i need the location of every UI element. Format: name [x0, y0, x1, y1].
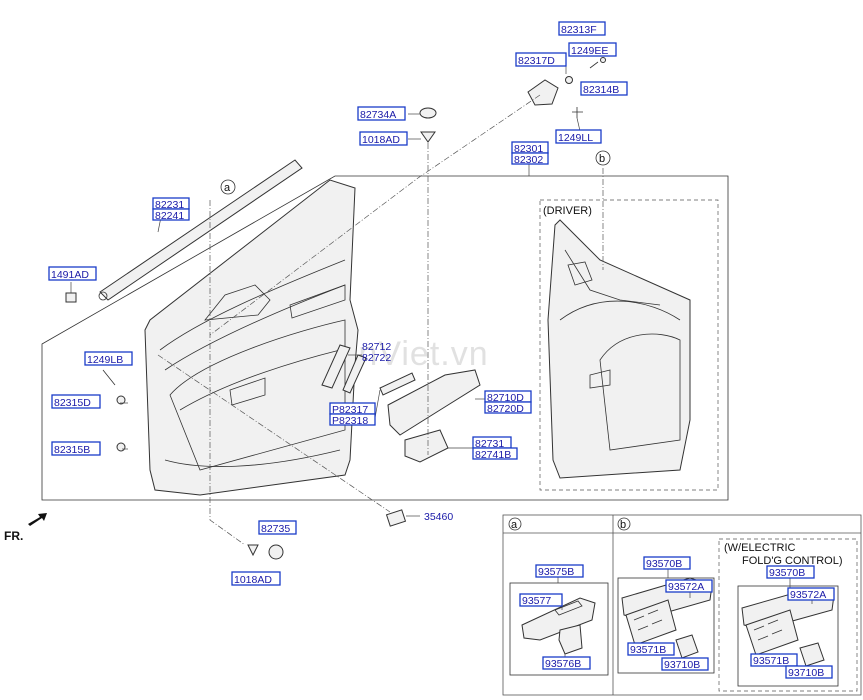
label-82734A: 82734A — [357, 106, 406, 121]
svg-text:93570B: 93570B — [769, 567, 805, 579]
label-35460: 35460 — [424, 511, 453, 523]
svg-text:82731: 82731 — [475, 438, 504, 450]
callout-b: b — [595, 150, 611, 166]
callout-a: a — [220, 179, 236, 195]
svg-text:82313F: 82313F — [561, 24, 597, 36]
label-82314B: 82314B — [580, 81, 628, 96]
svg-text:82722: 82722 — [362, 352, 391, 364]
door-trim-panel — [144, 179, 359, 496]
svg-text:a: a — [224, 182, 231, 194]
svg-text:82301: 82301 — [514, 143, 543, 155]
detail-b-electric-fold: (W/ELECTRIC FOLD'G CONTROL) 93570B 93572… — [718, 538, 858, 692]
label-82317D: 82317D — [515, 52, 567, 67]
svg-text:82315D: 82315D — [54, 397, 91, 409]
label-1249LB: 1249LB — [84, 351, 133, 366]
label-82241: 82241 — [152, 208, 190, 222]
pull-handle-parts — [321, 344, 481, 527]
svg-text:1491AD: 1491AD — [51, 269, 89, 281]
svg-text:82735: 82735 — [261, 523, 290, 535]
label-1491AD: 1491AD — [48, 266, 97, 281]
svg-text:1018AD: 1018AD — [234, 574, 272, 586]
svg-text:P82317: P82317 — [332, 404, 368, 416]
svg-text:FR.: FR. — [4, 529, 23, 543]
driver-caption: (DRIVER) — [543, 205, 592, 217]
svg-text:82231: 82231 — [155, 199, 184, 211]
label-82720D: 82720D — [484, 401, 532, 415]
svg-text:b: b — [599, 153, 605, 165]
svg-text:35460: 35460 — [424, 511, 453, 523]
assembly-frame — [41, 175, 729, 501]
svg-text:82315B: 82315B — [54, 444, 90, 456]
svg-text:FOLD'G CONTROL): FOLD'G CONTROL) — [742, 555, 843, 567]
svg-text:1249LL: 1249LL — [558, 132, 593, 144]
svg-text:93575B: 93575B — [538, 566, 574, 578]
svg-text:1018AD: 1018AD — [362, 134, 400, 146]
svg-text:93571B: 93571B — [630, 644, 666, 656]
svg-text:93572A: 93572A — [790, 589, 826, 601]
svg-text:82712: 82712 — [362, 341, 391, 353]
svg-text:1249LB: 1249LB — [87, 354, 123, 366]
driver-inset — [539, 199, 719, 491]
svg-text:93570B: 93570B — [646, 558, 682, 570]
detail-a: a 93575B 93577 93576B — [508, 517, 609, 676]
detail-b: b 93570B 93572A 93571B 93710B — [617, 517, 715, 674]
svg-text:93572A: 93572A — [668, 581, 704, 593]
label-82302: 82302 — [511, 152, 549, 166]
label-1249EE: 1249EE — [568, 42, 617, 57]
label-82741B: 82741B — [472, 447, 518, 461]
label-82313F: 82313F — [558, 21, 606, 36]
svg-text:82241: 82241 — [155, 210, 184, 222]
svg-text:93571B: 93571B — [753, 655, 789, 667]
svg-text:b: b — [620, 519, 626, 531]
label-1249LL: 1249LL — [555, 129, 602, 144]
label-P82318: P82318 — [329, 413, 376, 427]
label-82315D: 82315D — [51, 394, 101, 409]
label-82722: 82722 — [362, 352, 391, 364]
label-82315B: 82315B — [51, 441, 101, 456]
label-1018AD-bottom: 1018AD — [231, 571, 281, 586]
svg-text:82302: 82302 — [514, 154, 543, 166]
svg-text:82741B: 82741B — [475, 449, 511, 461]
svg-text:93710B: 93710B — [664, 659, 700, 671]
svg-text:1249EE: 1249EE — [571, 45, 608, 57]
belt-weatherstrip — [98, 159, 303, 301]
svg-text:P82318: P82318 — [332, 415, 368, 427]
svg-text:93577: 93577 — [522, 595, 551, 607]
label-1018AD-top: 1018AD — [359, 131, 408, 146]
label-82735: 82735 — [258, 520, 297, 535]
leader-lines — [70, 63, 604, 546]
svg-text:93710B: 93710B — [788, 667, 824, 679]
svg-text:82314B: 82314B — [583, 84, 619, 96]
label-P82317: P82317 — [329, 402, 376, 416]
svg-text:(W/ELECTRIC: (W/ELECTRIC — [724, 542, 796, 554]
svg-text:82734A: 82734A — [360, 109, 396, 121]
svg-text:93576B: 93576B — [545, 658, 581, 670]
svg-text:82720D: 82720D — [487, 403, 524, 415]
label-82712: 82712 — [362, 341, 391, 353]
svg-text:82710D: 82710D — [487, 392, 524, 404]
mirror-cover-parts — [419, 57, 606, 143]
svg-text:82317D: 82317D — [518, 55, 555, 67]
svg-text:a: a — [511, 519, 518, 531]
front-direction-indicator: FR. — [4, 513, 47, 543]
